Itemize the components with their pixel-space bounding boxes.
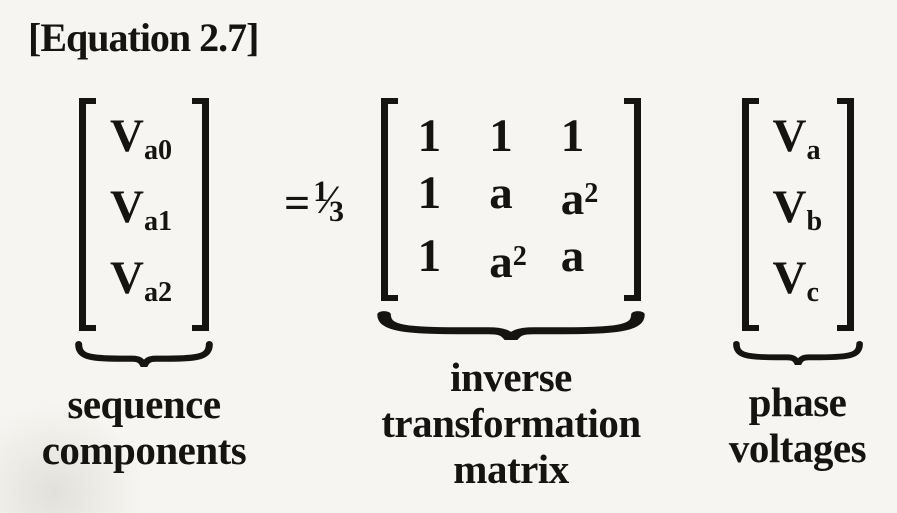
matrix-cell: 1 [417,110,442,162]
right-bracket-icon [624,98,642,301]
matrix-cell: 1 [417,167,442,219]
label-line: sequence [67,380,221,427]
matrix-cell: a [560,229,585,282]
label-line: transformation [381,399,641,446]
matrix-cell: 1 [417,229,442,282]
label-line: matrix [453,445,569,492]
left-bracket-icon [741,98,759,331]
equals-sign: = [284,176,311,228]
underbrace-icon [732,340,863,365]
matrix-cell: Vc [772,251,819,308]
matrix-cell: a [489,167,513,219]
matrix-cell: Va [772,110,821,166]
label-line: inverse [450,353,572,400]
matrix-cell: Va1 [110,180,173,237]
equals-group: = 1⁄3 [258,98,370,306]
matrix-cell: 1 [489,110,513,162]
matrix-cell: 1 [560,110,585,162]
one-third-fraction: 1⁄3 [313,175,344,228]
label-line: components [41,426,247,473]
equals-and-coefficient: = 1⁄3 [284,98,344,306]
matrix-cell: Vb [772,180,823,237]
label-line: phase [748,378,847,425]
equation-title: [Equation 2.7] [28,15,260,60]
matrix-cell: Va2 [110,251,173,308]
underbrace-icon [377,310,645,340]
matrix-cell: Va0 [110,110,173,166]
left-bracket-icon [79,98,96,331]
right-bracket-icon [836,98,854,331]
right-bracket-icon [192,98,209,331]
left-bracket-icon [380,98,398,301]
matrix-cell: a2 [560,172,599,225]
matrix-cell: a2 [489,235,527,288]
label-line: voltages [728,424,867,471]
underbrace-icon [75,340,213,367]
